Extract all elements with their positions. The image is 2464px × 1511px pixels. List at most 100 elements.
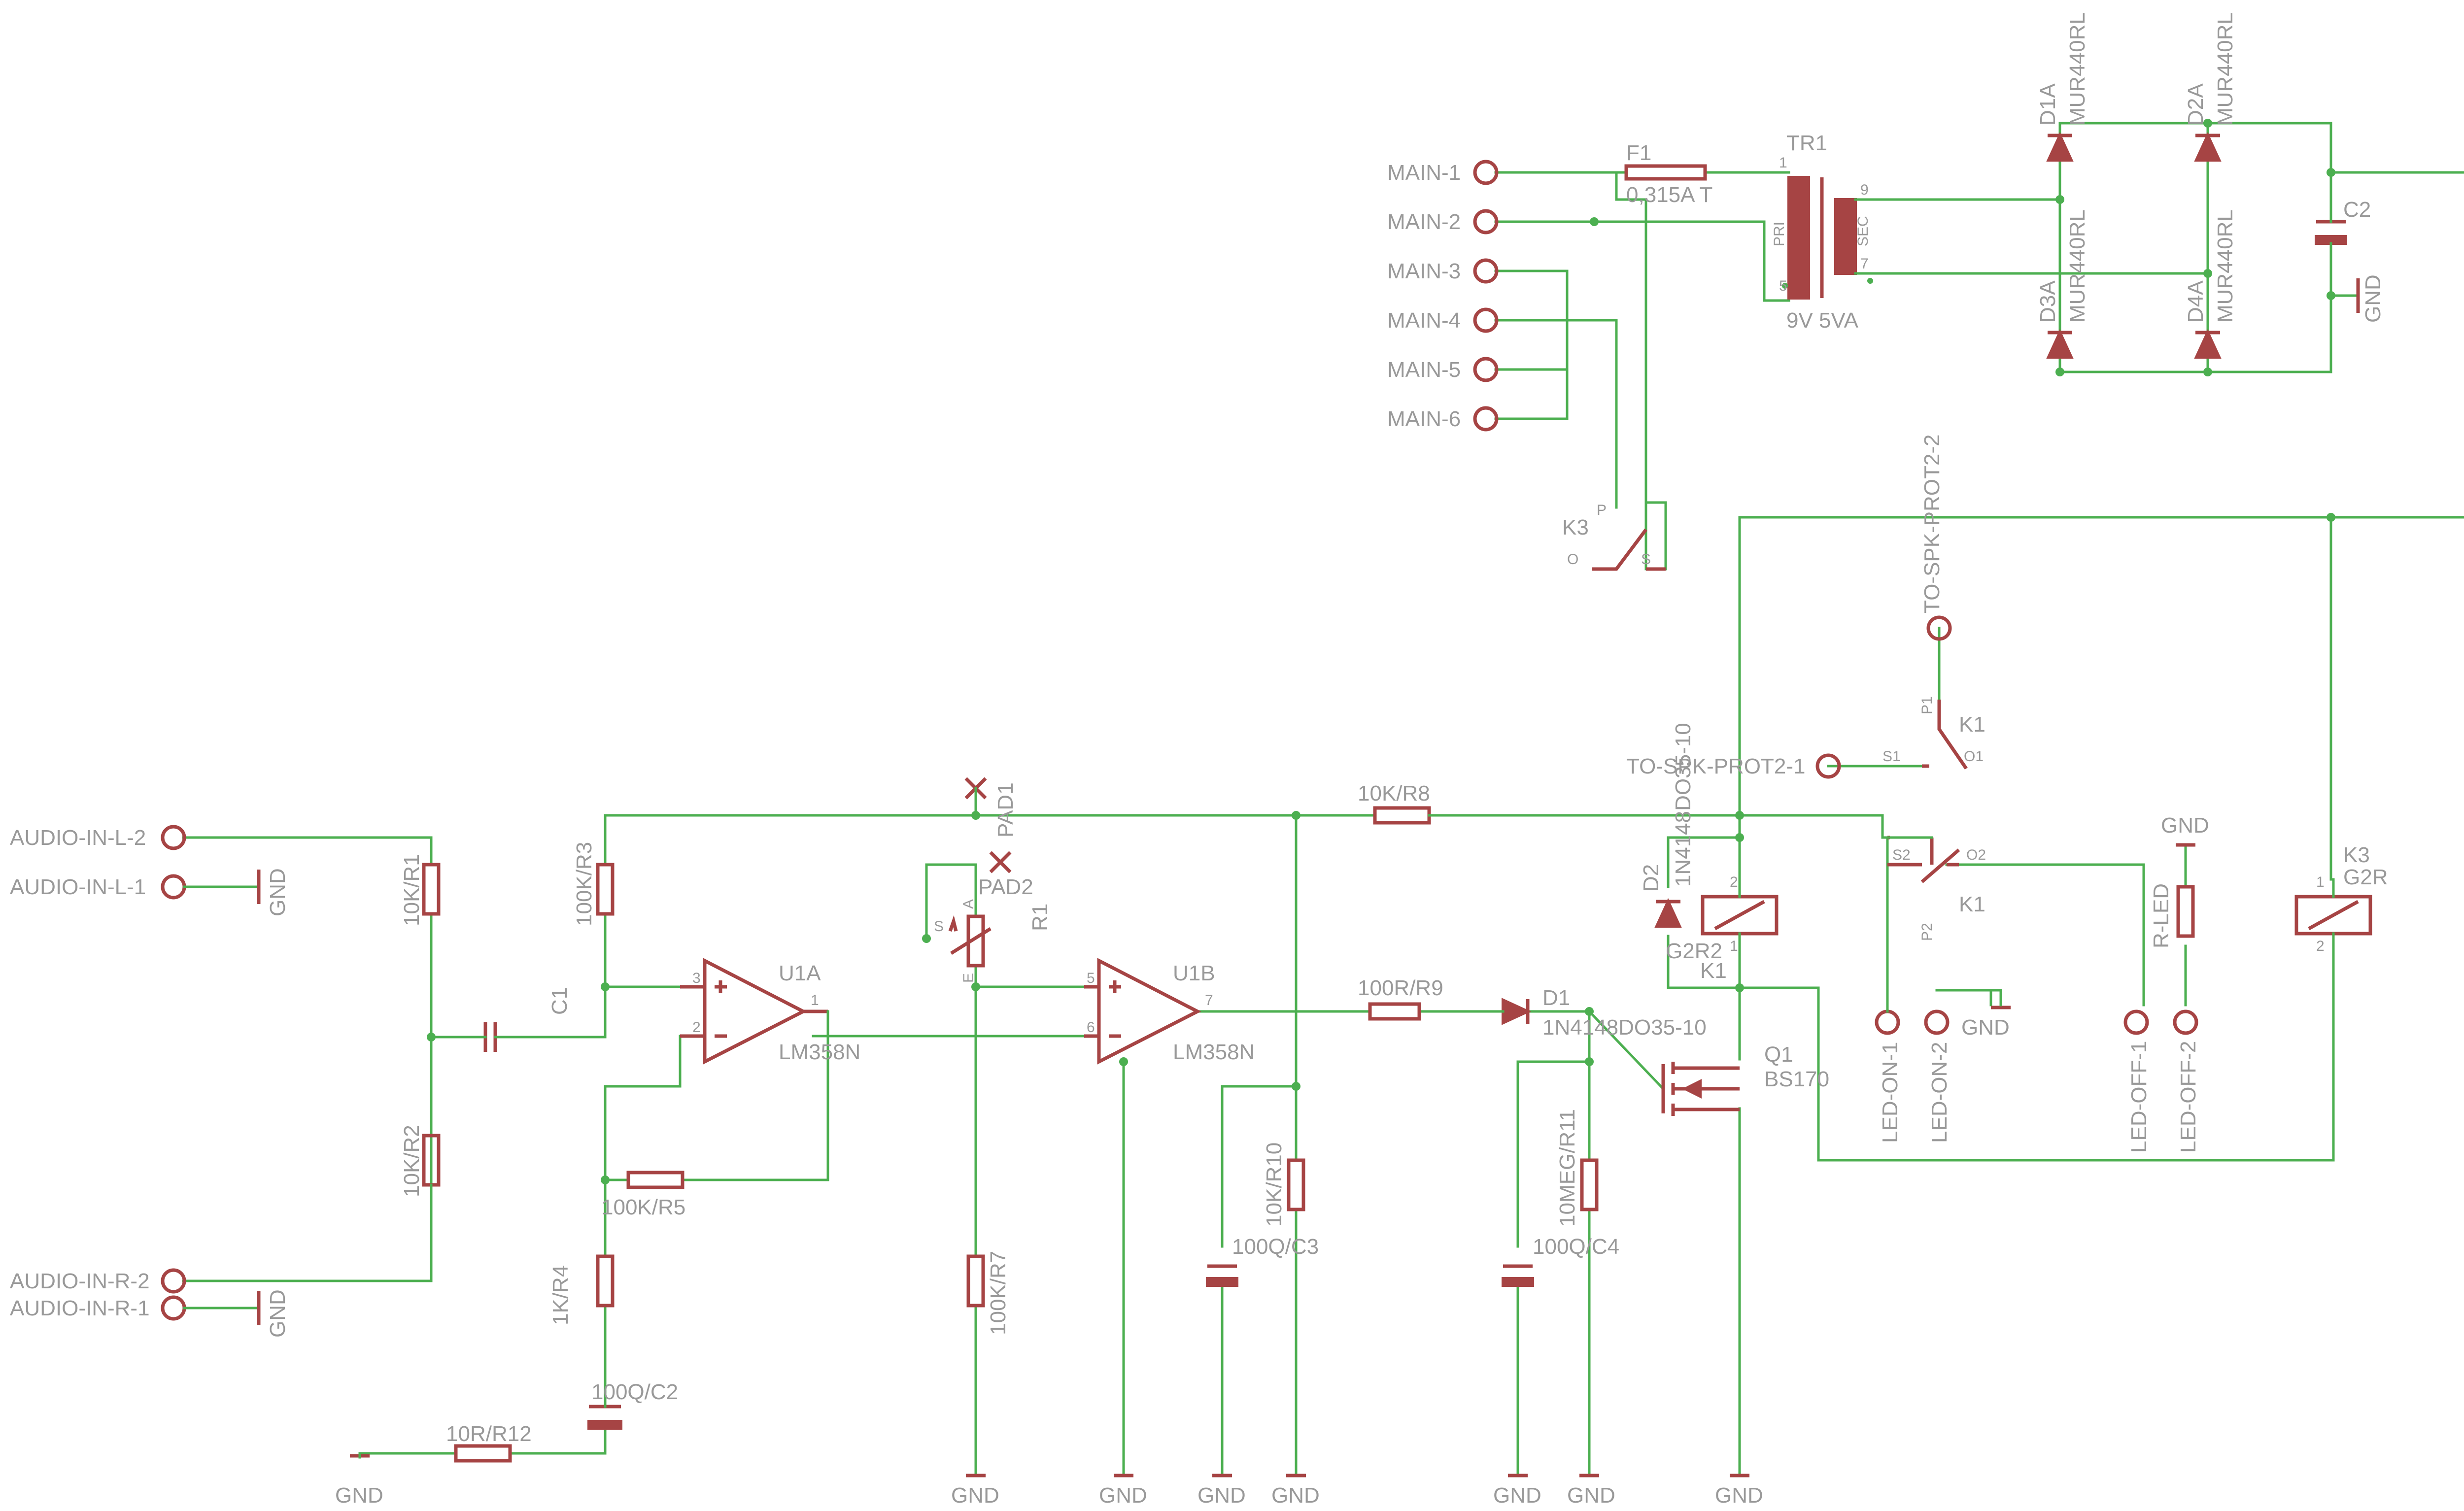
- label-pad1: PAD1: [993, 782, 1018, 838]
- svg-text:GND: GND: [951, 1483, 999, 1508]
- label-pad2: PAD2: [978, 875, 1033, 899]
- capacitor-c4: [1502, 1264, 1534, 1287]
- svg-text:2: 2: [1730, 874, 1738, 890]
- label-d1-type: 1N4148DO35-10: [1542, 1015, 1707, 1040]
- label-k3-coil-type: G2R: [2343, 865, 2388, 889]
- label-led-off2: LED-OFF-2: [2176, 1041, 2200, 1153]
- label-d3a: D3A: [2036, 280, 2060, 323]
- label-main4: MAIN-4: [1387, 308, 1461, 333]
- pad1-marker: [964, 777, 987, 817]
- pin-audio-r2: [161, 1268, 186, 1294]
- label-audio-l1: AUDIO-IN-L-1: [10, 875, 146, 899]
- pin-main2: [1473, 209, 1499, 235]
- label-main5: MAIN-5: [1387, 358, 1461, 382]
- potentiometer-r1: [948, 914, 992, 968]
- svg-text:1: 1: [1779, 155, 1787, 171]
- label-spk-prot2-2: TO-SPK-PROT2-2: [1920, 435, 1944, 613]
- svg-text:3: 3: [692, 970, 701, 986]
- label-r4: 1K/R4: [548, 1265, 573, 1325]
- relay-contact-k1-1: [1922, 700, 1968, 770]
- label-led-on2: LED-ON-2: [1927, 1042, 1951, 1143]
- diode-d2a: [2194, 132, 2222, 162]
- svg-text:O1: O1: [1964, 748, 1984, 765]
- svg-text:GND: GND: [1099, 1483, 1147, 1508]
- opamp-u1a: [680, 958, 829, 1065]
- label-d2: D2: [1639, 864, 1663, 892]
- label-c3: 100Q/C3: [1232, 1235, 1319, 1259]
- svg-text:5: 5: [1087, 970, 1095, 986]
- label-r2: 10K/R2: [400, 1125, 424, 1197]
- svg-text:A: A: [960, 899, 977, 909]
- pin-spk-prot2-2: [1926, 615, 1952, 641]
- label-main3: MAIN-3: [1387, 259, 1461, 283]
- labels: AUDIO-IN-L-2 AUDIO-IN-L-1 AUDIO-IN-R-2 A…: [10, 12, 2388, 1508]
- label-f1: F1: [1626, 141, 1651, 165]
- capacitors: [479, 201, 2347, 1430]
- pin-audio-l2: [161, 825, 186, 850]
- label-led-off1: LED-OFF-1: [2127, 1041, 2151, 1153]
- pin-main1: [1473, 160, 1499, 185]
- pin-main3: [1473, 258, 1499, 284]
- label-r3: 100K/R3: [572, 842, 596, 926]
- label-u1b-type: LM358N: [1173, 1040, 1255, 1064]
- svg-text:5: 5: [1779, 278, 1787, 294]
- label-main1: MAIN-1: [1387, 161, 1461, 185]
- svg-text:7: 7: [1205, 992, 1213, 1008]
- pad2-marker: [989, 851, 1012, 873]
- svg-text:P1: P1: [1919, 696, 1935, 714]
- capacitor-c3: [1206, 1264, 1238, 1287]
- label-k3-coil: K3: [2343, 843, 2370, 867]
- label-q1: Q1: [1764, 1042, 1793, 1067]
- svg-text:9: 9: [1860, 182, 1869, 198]
- resistor-r12: [454, 1444, 512, 1463]
- diode-d3a: [2046, 329, 2074, 359]
- resistor-r7: [966, 1254, 985, 1308]
- label-u1a: U1A: [779, 961, 821, 985]
- svg-text:2: 2: [692, 1019, 701, 1036]
- label-f1-value: 0,315A T: [1626, 183, 1712, 207]
- transformer-tr1: [1782, 176, 1884, 300]
- pin-audio-r1: [161, 1295, 186, 1321]
- label-c4: 100Q/C4: [1533, 1235, 1619, 1259]
- svg-text:2: 2: [2316, 938, 2325, 954]
- pin-led-off2: [2173, 1009, 2198, 1035]
- svg-text:O2: O2: [1966, 847, 1986, 863]
- label-d1a-type: MUR440RL: [2065, 12, 2089, 126]
- svg-text:1: 1: [811, 992, 819, 1008]
- connector-pins: [161, 160, 2198, 1321]
- pin-main5: [1473, 357, 1499, 382]
- label-audio-l2: AUDIO-IN-L-2: [10, 826, 146, 850]
- svg-text:GND: GND: [2161, 813, 2209, 838]
- capacitor-c2-bulk: [2315, 201, 2347, 248]
- svg-text:GND: GND: [1567, 1483, 1615, 1508]
- label-d2a: D2A: [2184, 83, 2208, 126]
- label-r12: 10R/R12: [446, 1422, 532, 1446]
- resistor-r10: [1287, 1158, 1305, 1211]
- resistor-r9: [1368, 1002, 1421, 1021]
- resistor-r3: [596, 863, 615, 916]
- resistor-r1: [422, 863, 441, 916]
- label-r1-pot: R1: [1028, 904, 1052, 931]
- resistor-r4: [596, 1254, 615, 1308]
- label-k1-coil: K1: [1700, 959, 1727, 983]
- label-d1: D1: [1542, 986, 1570, 1010]
- resistors: [422, 164, 2195, 1463]
- label-spk-prot2-1: TO-SPK-PROT2-1: [1626, 754, 1805, 778]
- svg-text:1: 1: [1730, 938, 1738, 954]
- svg-text:GND: GND: [1961, 1015, 2010, 1040]
- label-gnd-r: GND: [266, 1289, 290, 1338]
- label-d2-type: 1N4148DO35-10: [1671, 723, 1695, 887]
- label-q1-type: BS170: [1764, 1067, 1829, 1091]
- pin-led-off1: [2123, 1009, 2149, 1035]
- capacitor-c2-small: [587, 1390, 622, 1430]
- label-audio-r2: AUDIO-IN-R-2: [10, 1269, 150, 1293]
- label-gnd-c2: GND: [2361, 274, 2385, 323]
- svg-text:1: 1: [2316, 874, 2325, 890]
- svg-text:S1: S1: [1882, 748, 1901, 765]
- svg-text:GND: GND: [1271, 1483, 1320, 1508]
- label-r5: 100K/R5: [601, 1195, 685, 1219]
- label-d2a-type: MUR440RL: [2213, 12, 2237, 126]
- resistor-r-led: [2176, 885, 2195, 938]
- relay-coil-k3: [2294, 878, 2372, 955]
